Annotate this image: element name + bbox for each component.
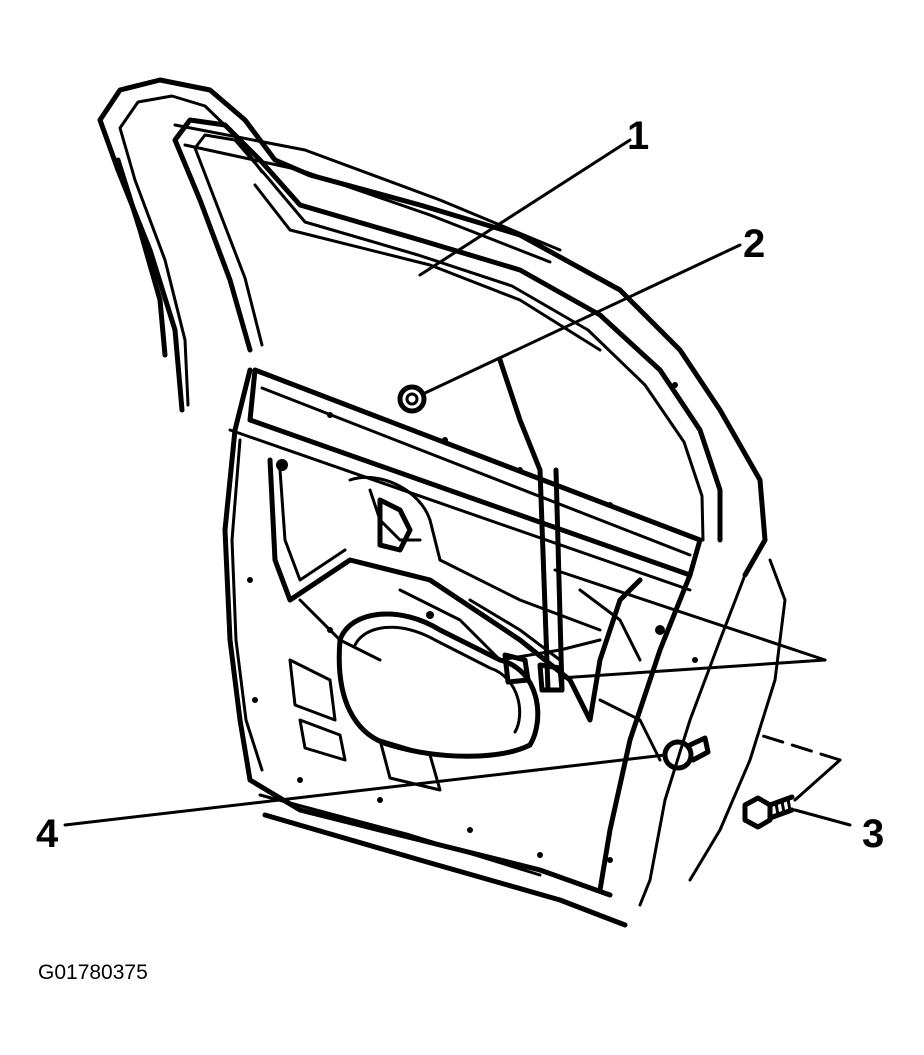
callout-4-label: 4 [36,812,59,856]
callout-3-label: 3 [862,812,884,856]
door-window-frame [97,77,768,578]
callout-1-label: 1 [627,114,649,158]
callout-leaders [63,138,852,827]
figure-id: G01780375 [38,961,148,984]
lower-channel-bolt [742,794,795,830]
lower-glass-stop-nut [662,735,711,771]
door-inner-panel [222,357,787,928]
door-glass-channel-bolt [397,384,427,414]
callout-2-label: 2 [743,222,765,266]
